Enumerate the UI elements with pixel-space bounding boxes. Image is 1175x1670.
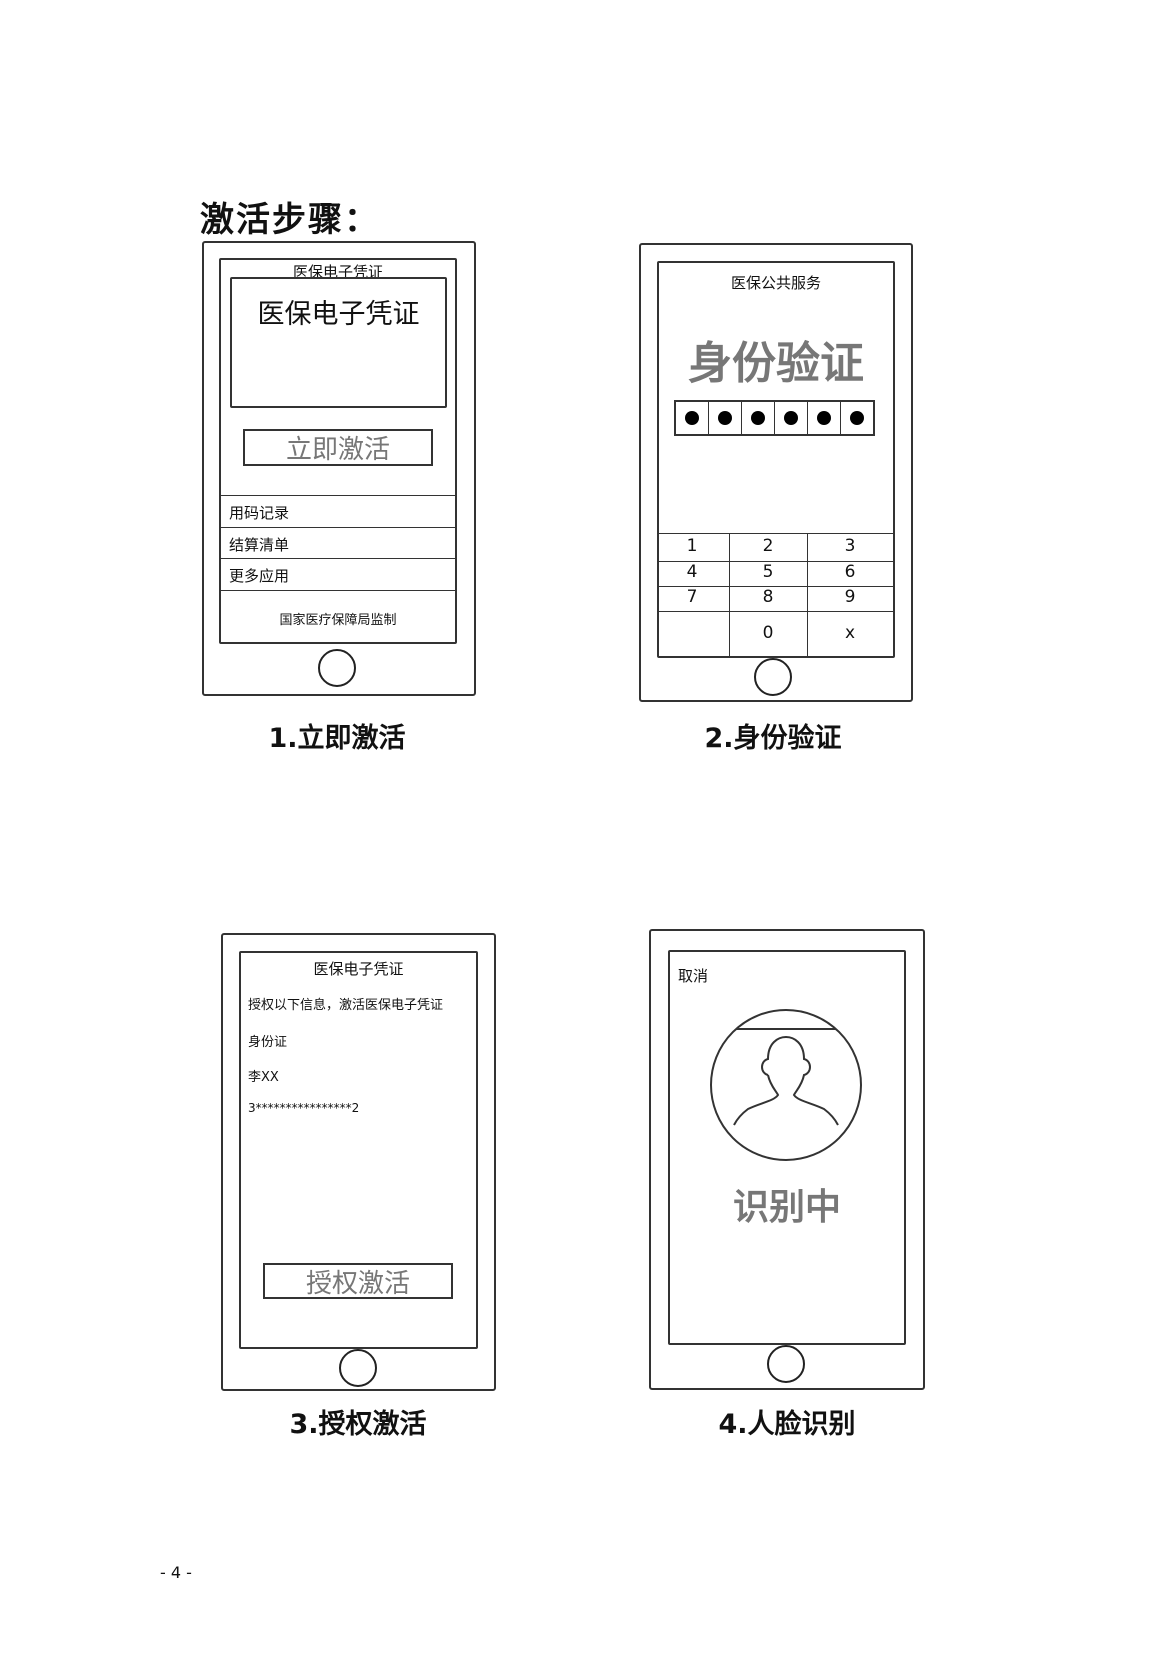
key-3[interactable]: 3 <box>844 536 856 556</box>
divider <box>219 495 457 496</box>
menu-item-more-apps[interactable]: 更多应用 <box>229 567 290 585</box>
user-name: 李XX <box>248 1070 279 1085</box>
key-7[interactable]: 7 <box>686 587 698 607</box>
key-8[interactable]: 8 <box>762 587 774 607</box>
key-delete[interactable]: x <box>844 623 856 643</box>
authorize-prompt: 授权以下信息，激活医保电子凭证 <box>248 998 444 1013</box>
id-type: 身份证 <box>248 1035 288 1050</box>
menu-item-usage-record[interactable]: 用码记录 <box>229 504 290 522</box>
key-6[interactable]: 6 <box>844 562 856 582</box>
key-0[interactable]: 0 <box>762 623 774 643</box>
phone-step1-screen <box>219 258 457 644</box>
recognizing-status: 识别中 <box>732 1187 841 1228</box>
pin-cell <box>709 402 742 434</box>
phone-step3-screen <box>239 951 478 1349</box>
home-button <box>318 649 356 687</box>
page-title: 激活步骤： <box>200 200 380 240</box>
pin-dot-icon <box>751 411 765 425</box>
pin-dot-icon <box>784 411 798 425</box>
home-button <box>754 658 792 696</box>
divider <box>219 527 457 528</box>
screen-header: 医保公共服务 <box>730 274 821 292</box>
keypad-line <box>657 561 895 562</box>
keypad-line <box>657 533 895 534</box>
keypad-line <box>729 533 730 658</box>
divider <box>219 558 457 559</box>
phone-step3 <box>221 933 496 1391</box>
phone-step2 <box>639 243 913 702</box>
face-scan-icon <box>710 1009 862 1161</box>
pin-dot-icon <box>718 411 732 425</box>
screen-header: 医保电子凭证 <box>292 263 383 281</box>
pin-cell <box>742 402 775 434</box>
phone-step4-screen <box>668 950 906 1345</box>
menu-item-settlement[interactable]: 结算清单 <box>229 536 290 554</box>
footer-text: 国家医疗保障局监制 <box>279 613 397 628</box>
phone-step2-screen <box>657 261 895 658</box>
key-1[interactable]: 1 <box>686 536 698 556</box>
pin-cell <box>676 402 709 434</box>
key-5[interactable]: 5 <box>762 562 774 582</box>
step4-caption: 4.人脸识别 <box>718 1409 856 1440</box>
card-box <box>230 277 447 408</box>
cancel-button[interactable]: 取消 <box>678 967 709 985</box>
step1-caption: 1.立即激活 <box>268 723 406 754</box>
pin-cell <box>775 402 808 434</box>
key-4[interactable]: 4 <box>686 562 698 582</box>
key-9[interactable]: 9 <box>844 587 856 607</box>
pin-dot-icon <box>817 411 831 425</box>
authorize-activate-button[interactable]: 授权激活 <box>263 1263 453 1299</box>
keypad-line <box>657 611 895 612</box>
home-button <box>767 1345 805 1383</box>
screen-header: 医保电子凭证 <box>313 960 404 978</box>
card-title: 医保电子凭证 <box>257 299 420 330</box>
step2-caption: 2.身份验证 <box>704 723 842 754</box>
phone-step4 <box>649 929 925 1390</box>
pin-cell <box>808 402 841 434</box>
key-2[interactable]: 2 <box>762 536 774 556</box>
home-button <box>339 1349 377 1387</box>
pin-dot-icon <box>850 411 864 425</box>
divider <box>219 590 457 591</box>
id-number: 3****************2 <box>248 1101 360 1115</box>
identity-verification-heading: 身份验证 <box>688 338 864 389</box>
activate-now-button[interactable]: 立即激活 <box>243 429 433 466</box>
keypad-line <box>657 586 895 587</box>
step3-caption: 3.授权激活 <box>289 1409 427 1440</box>
pin-input[interactable] <box>674 400 875 436</box>
page-number: - 4 - <box>160 1563 192 1582</box>
phone-step1 <box>202 241 476 696</box>
pin-dot-icon <box>685 411 699 425</box>
pin-cell <box>841 402 873 434</box>
keypad-line <box>807 533 808 658</box>
